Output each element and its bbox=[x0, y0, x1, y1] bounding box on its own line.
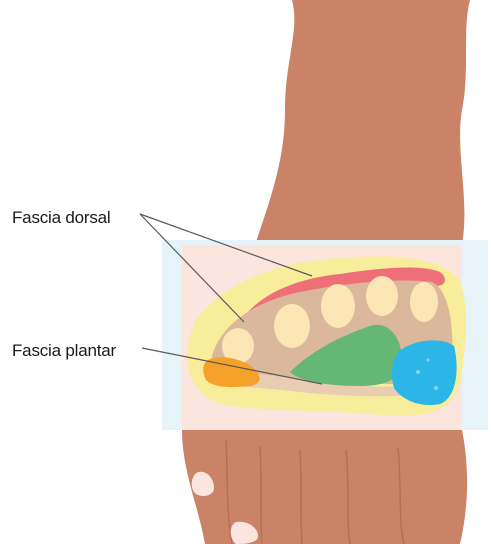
blue-muscle-speckle bbox=[434, 386, 438, 390]
metatarsal-bone bbox=[321, 284, 355, 328]
metatarsal-bone bbox=[274, 304, 310, 348]
blue-muscle-speckle bbox=[426, 358, 429, 361]
metatarsal-bone bbox=[410, 282, 438, 322]
plantar-muscle-blue bbox=[392, 340, 457, 405]
label-fascia-plantar: Fascia plantar bbox=[12, 341, 116, 361]
foot-skin bbox=[182, 430, 467, 544]
label-fascia-dorsal: Fascia dorsal bbox=[12, 208, 111, 228]
ankle-skin bbox=[255, 0, 470, 245]
metatarsal-bone bbox=[366, 276, 398, 316]
blue-muscle-speckle bbox=[416, 370, 420, 374]
